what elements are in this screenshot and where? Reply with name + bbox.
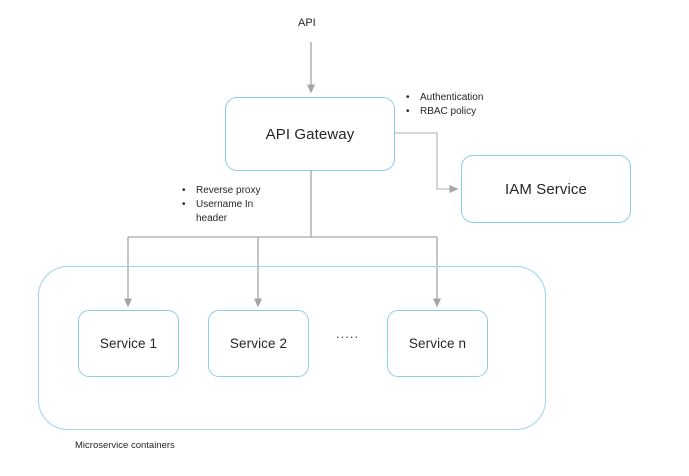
node-service-2-label: Service 2: [229, 336, 288, 351]
downstream-note-text: Username In header: [196, 199, 254, 224]
api-entry-label: API: [298, 17, 316, 29]
downstream-note-item: • Reverse proxy: [182, 184, 274, 198]
microservice-containers-caption: Microservice containers: [75, 440, 175, 451]
gateway-note-item: • RBAC policy: [406, 105, 483, 119]
gateway-notes: • Authentication • RBAC policy: [406, 91, 483, 119]
node-api-gateway-label: API Gateway: [265, 125, 355, 143]
wire-gateway-to-iam: [395, 132, 459, 193]
bullet-icon: •: [182, 185, 186, 196]
downstream-notes: • Reverse proxy • Username In header: [182, 184, 274, 226]
bullet-icon: •: [406, 106, 410, 117]
bullet-icon: •: [182, 199, 186, 210]
gateway-note-item: • Authentication: [406, 91, 483, 105]
node-iam-service[interactable]: IAM Service: [461, 155, 631, 223]
downstream-note-text: Reverse proxy: [196, 185, 261, 196]
node-service-n[interactable]: Service n: [387, 310, 488, 377]
gateway-note-text: RBAC policy: [420, 106, 477, 117]
downstream-note-item: • Username In header: [182, 198, 274, 226]
node-service-1[interactable]: Service 1: [78, 310, 179, 377]
services-ellipsis: .....: [336, 326, 360, 341]
node-api-gateway[interactable]: API Gateway: [225, 97, 395, 171]
node-service-1-label: Service 1: [99, 336, 158, 351]
microservice-containers-group: [38, 266, 546, 430]
node-service-n-label: Service n: [408, 336, 467, 351]
node-iam-service-label: IAM Service: [505, 180, 587, 198]
node-service-2[interactable]: Service 2: [208, 310, 309, 377]
gateway-note-text: Authentication: [420, 92, 484, 103]
bullet-icon: •: [406, 92, 410, 103]
